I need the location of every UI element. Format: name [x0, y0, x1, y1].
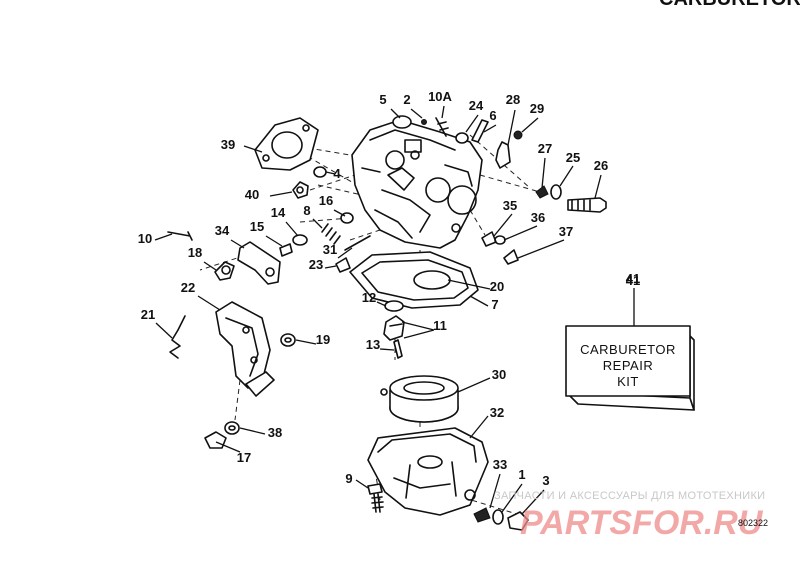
- part-label-p6: 6: [489, 108, 496, 123]
- part-label-p5: 5: [379, 92, 386, 107]
- part-label-p13: 13: [366, 337, 380, 352]
- header-title: CARBURETOR: [659, 0, 800, 10]
- flange-gasket-39: [254, 117, 319, 171]
- part-label-p22: 22: [181, 280, 195, 295]
- float-30: [380, 375, 459, 423]
- leader-lines: [154, 105, 635, 515]
- part-label-p17: 17: [237, 450, 251, 465]
- part-label-p29: 29: [530, 101, 544, 116]
- watermark-logo: PARTSFOR.RU: [520, 504, 764, 542]
- right-side-parts: [481, 184, 607, 265]
- part-label-p14: 14: [271, 205, 286, 220]
- part-label-p30: 30: [492, 367, 506, 382]
- mid-left-parts: [279, 166, 354, 257]
- part-label-p9: 9: [345, 471, 352, 486]
- part-label-p1: 1: [518, 467, 525, 482]
- part-label-p8: 8: [303, 203, 310, 218]
- part-label-p27: 27: [538, 141, 552, 156]
- linkage-parts: [167, 231, 281, 285]
- part-label-p38: 38: [268, 425, 282, 440]
- kit-line-3: KIT: [617, 374, 639, 389]
- bowl-hardware: [367, 483, 529, 531]
- part-label-p25: 25: [566, 150, 580, 165]
- part-label-p21: 21: [141, 307, 155, 322]
- carburetor-upper-body: [351, 119, 483, 249]
- watermark: ЗАПЧАСТИ И АКСЕССУАРЫ ДЛЯ МОТОТЕХНИКИ PA…: [494, 490, 765, 542]
- part-label-p32: 32: [490, 405, 504, 420]
- part-label-p35: 35: [503, 198, 517, 213]
- top-small-parts: [392, 115, 523, 169]
- watermark-caption: ЗАПЧАСТИ И АКСЕССУАРЫ ДЛЯ МОТОТЕХНИКИ: [494, 490, 765, 502]
- part-label-p34: 34: [215, 223, 230, 238]
- part-label-p15: 15: [250, 219, 264, 234]
- part-label-p3: 3: [542, 473, 549, 488]
- document-number: 802322: [738, 518, 768, 528]
- part-label-p26: 26: [594, 158, 608, 173]
- float-needle-parts: [383, 300, 405, 359]
- part-label-p18: 18: [188, 245, 202, 260]
- part-label-p36: 36: [531, 210, 545, 225]
- kit-line-1: CARBURETOR: [580, 342, 676, 357]
- part-label-p16: 16: [319, 193, 333, 208]
- part-label-p33: 33: [493, 457, 507, 472]
- needle-parts: [335, 235, 371, 273]
- repair-kit-box: CARBURETOR REPAIR KIT: [565, 325, 695, 411]
- part-label-p20: 20: [490, 279, 504, 294]
- part-label-p10a: 10A: [428, 89, 452, 104]
- part-label-p2: 2: [403, 92, 410, 107]
- part-label-p24: 24: [469, 98, 484, 113]
- bowl-gaskets: [349, 251, 479, 309]
- part-label-p40: 40: [245, 187, 259, 202]
- part-label-p19: 19: [316, 332, 330, 347]
- part-label-p11: 11: [433, 318, 447, 333]
- kit-number-label: 41: [626, 273, 640, 288]
- choke-parts: [169, 301, 296, 449]
- kit-line-2: REPAIR: [603, 358, 653, 373]
- part-label-p37: 37: [559, 224, 573, 239]
- part-label-p10: 10: [138, 231, 152, 246]
- part-label-p31: 31: [323, 242, 337, 257]
- part-label-p23: 23: [309, 257, 323, 272]
- part-label-p41: 41: [626, 271, 640, 286]
- float-bowl-32: [367, 427, 489, 516]
- part-label-p39: 39: [221, 137, 235, 152]
- part-label-p12: 12: [362, 290, 376, 305]
- part-label-p7: 7: [491, 297, 498, 312]
- part-label-p28: 28: [506, 92, 520, 107]
- part-label-p4: 4: [333, 166, 341, 181]
